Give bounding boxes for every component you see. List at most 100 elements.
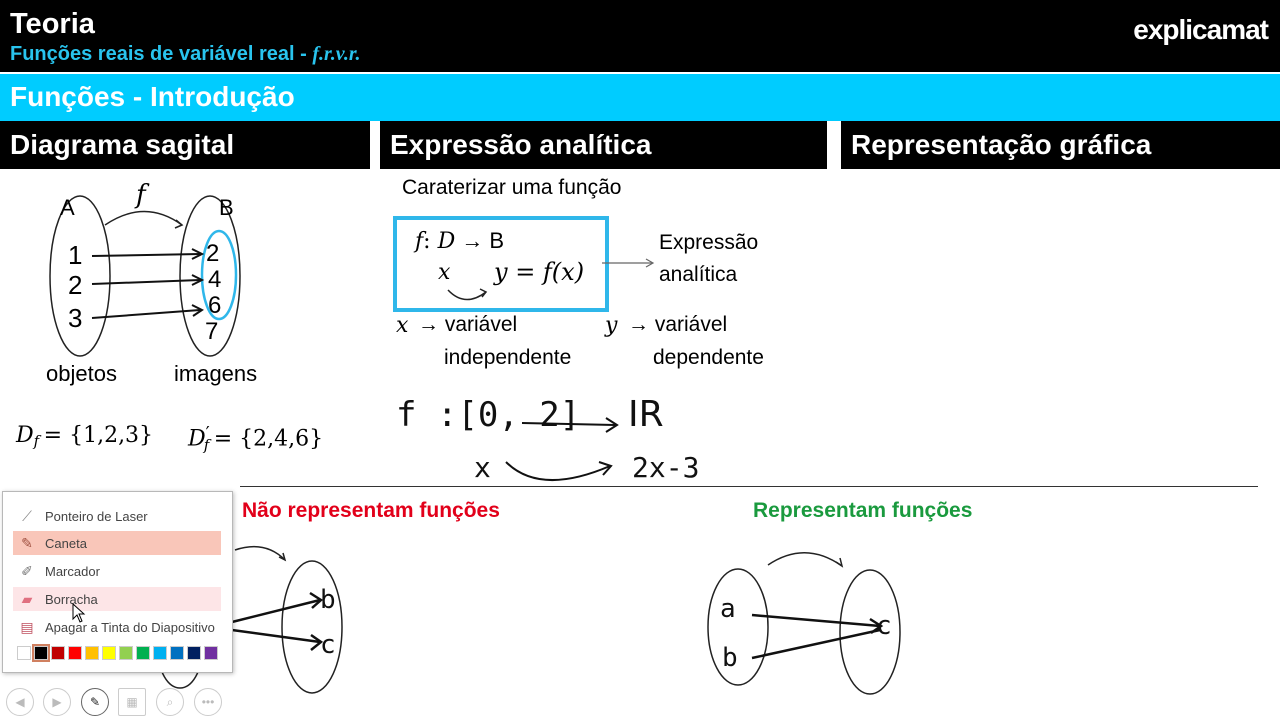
slide-subtitle: Funções reais de variável real - f.r.v.r… [10,43,361,66]
pen-icon: ✎ [21,535,33,551]
pen-tool-button[interactable]: ✎ [81,688,109,716]
function-definition-box [393,216,609,312]
color-swatch-red[interactable] [68,646,82,660]
color-swatch-purple[interactable] [204,646,218,660]
function-set-a [707,568,769,686]
image-subscript: f [203,435,210,454]
function-c: c [876,611,892,641]
column-title-graphic: Representação gráfica [851,129,1152,160]
a-value-3: 3 [68,303,83,333]
color-swatch-dark-red[interactable] [51,646,65,660]
non-function-c: c [320,630,336,660]
domain-symbol: D [16,423,34,448]
menu-item-highlighter[interactable]: ✐ Marcador [13,559,221,583]
map-arrow-3 [91,309,201,319]
map-arrow-1 [91,253,201,257]
x-desc-1: → variável [418,313,518,336]
column-title-sagittal: Diagrama sagital [10,129,235,160]
explicamat-logo: explicamat [1133,14,1269,45]
set-a-ellipse [49,195,111,357]
images-label: imagens [174,361,258,386]
color-swatch-dark-blue[interactable] [187,646,201,660]
laser-pointer-icon: ⟋ [22,508,32,524]
menu-item-eraser[interactable]: ▰ Borracha [13,587,221,611]
menu-item-erase-slide-ink[interactable]: ▤ Apagar a Tinta do Diapositivo [13,615,221,639]
y-desc-1: → variável [628,313,728,336]
zoom-button[interactable]: ⌕ [156,688,184,716]
image-prime: ′ [205,423,210,444]
color-swatch-light-green[interactable] [119,646,133,660]
non-function-set-b [281,560,343,694]
next-icon: ▶ [52,695,62,709]
y-desc-2: dependente [653,346,764,369]
analytic-arrows [447,288,488,301]
function-arrow-2 [751,628,881,660]
menu-item-label: Borracha [45,592,98,607]
arrow-b: → B [455,228,505,253]
previous-slide-button[interactable]: ◀ [6,688,34,716]
x-desc-2: independente [444,346,572,369]
y-var: y [605,313,618,338]
erase-slide-ink-icon: ▤ [20,619,34,635]
f-label: f [136,180,146,210]
section-divider [240,486,1258,487]
objects-label: objetos [46,361,117,386]
set-b-label: B [219,195,234,220]
handwritten-reals: IR [628,394,664,435]
color-swatch-black[interactable] [32,644,50,662]
set-b-ellipse [179,195,241,357]
function-arrow-1 [751,613,881,628]
analytic-caption: Caraterizar uma função [402,176,622,199]
menu-item-label: Apagar a Tinta do Diapositivo [45,620,215,635]
non-function-arrow-2 [231,628,321,644]
map-arrow-2 [91,279,201,285]
b-value-4: 7 [205,318,219,345]
line2-expression: y = f(x) [494,258,585,286]
image-expression: D′f = {2,4,6} [188,423,323,454]
f-symbol: f [415,229,424,254]
menu-item-label: Caneta [45,536,87,551]
b-value-3: 6 [208,292,222,319]
more-options-button[interactable]: ••• [194,688,222,716]
d-symbol: D [437,229,456,254]
color-swatch-white[interactable] [17,646,31,660]
pen-icon: ✎ [89,695,101,709]
column-header-graphic [841,121,1280,169]
highlighter-icon: ✐ [21,563,33,579]
f-arrow [104,210,183,226]
non-function-diagram [157,545,343,694]
color-swatch-blue[interactable] [170,646,184,660]
column-title-analytic: Expressão analítica [390,129,652,160]
color-swatch-orange[interactable] [85,646,99,660]
menu-item-pen[interactable]: ✎ Caneta [13,531,221,555]
side-arrow [602,258,655,268]
side-label-2: analítica [659,263,738,286]
menu-item-laser-pointer[interactable]: ⟋ Ponteiro de Laser [13,504,221,528]
functions-title: Representam funções [753,499,973,522]
menu-item-label: Ponteiro de Laser [45,509,148,524]
handwritten-expression: 2x-3 [632,451,700,484]
x-var: x [396,313,409,338]
next-slide-button[interactable]: ▶ [43,688,71,716]
line2-x: x [438,260,451,285]
domain-set: = {1,2,3} [43,423,154,448]
color-swatch-yellow[interactable] [102,646,116,660]
slide-title: Teoria [10,8,95,40]
colon: : [423,229,438,254]
b-value-2: 4 [208,266,222,293]
side-label-1: Expressão [659,231,759,254]
function-diagram [707,552,901,695]
color-swatch-green[interactable] [136,646,150,660]
a-value-2: 2 [68,270,83,300]
handwritten-x: x [474,451,491,484]
function-line-1: f: D → B [415,228,504,254]
sagittal-diagram [49,195,241,357]
eraser-icon: ▰ [21,591,33,607]
column-header-sagittal [0,121,370,169]
not-functions-title: Não representam funções [242,499,500,522]
see-all-slides-button[interactable]: ▦ [118,688,146,716]
more-icon: ••• [201,695,215,709]
color-swatch-light-blue[interactable] [153,646,167,660]
ink-tools-menu: ⟋ Ponteiro de Laser ✎ Caneta ✐ Marcador … [2,491,233,673]
image-set-ellipse [200,229,238,321]
